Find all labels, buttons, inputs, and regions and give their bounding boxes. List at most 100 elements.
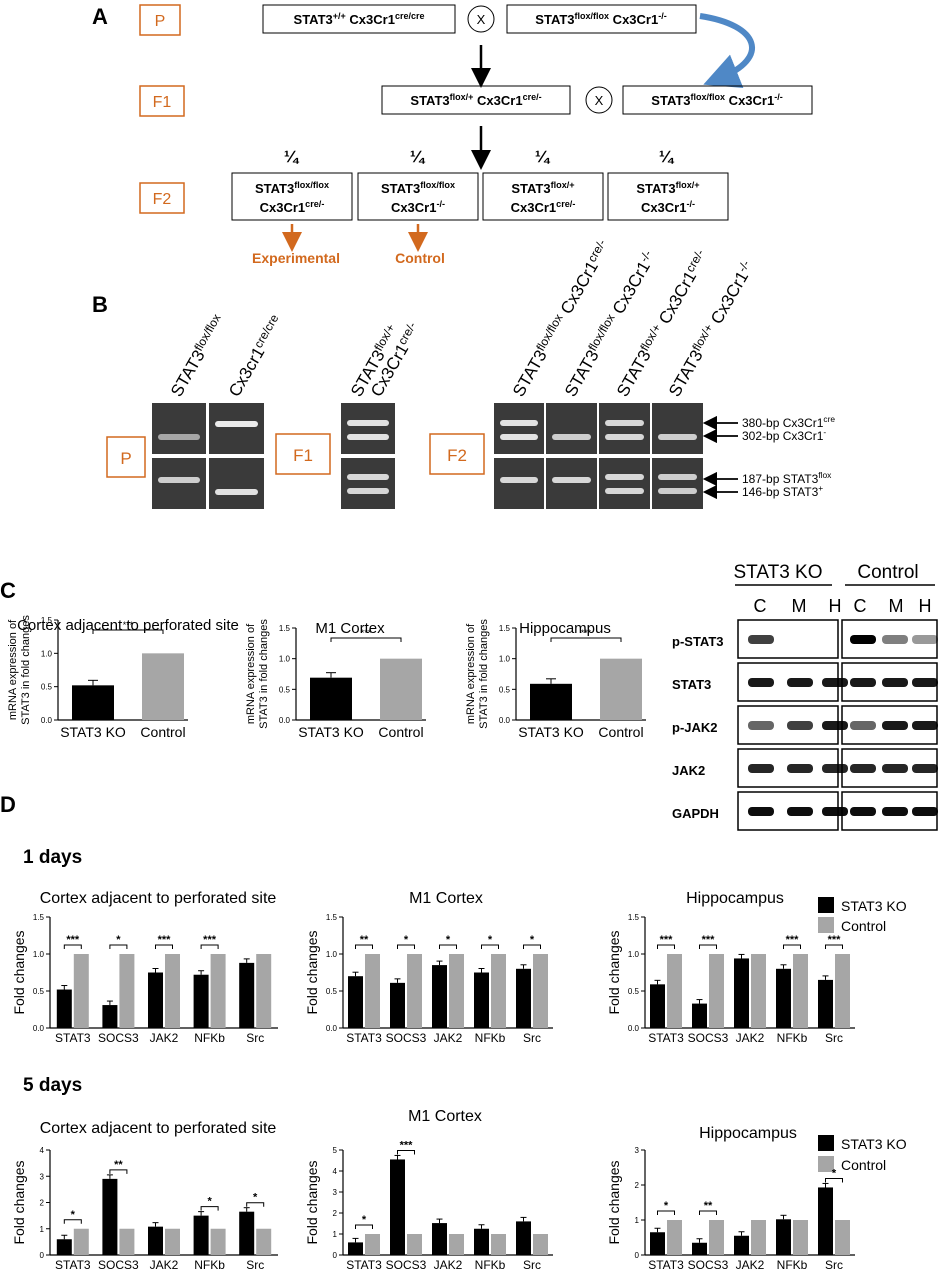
significance-label: *** bbox=[400, 1139, 414, 1151]
gel-bottom-6 bbox=[599, 458, 650, 509]
significance-label: * bbox=[253, 1192, 258, 1204]
gel-band bbox=[500, 477, 538, 483]
blot-band bbox=[748, 764, 774, 773]
bar-NFKb-control bbox=[793, 954, 808, 1028]
text-span: STAT3 bbox=[636, 181, 675, 196]
significance-bracket bbox=[92, 629, 164, 634]
bar-SOCS3-ko bbox=[390, 982, 405, 1028]
text-span: 302-bp Cx3Cr1 bbox=[742, 429, 824, 443]
gel-band bbox=[347, 488, 389, 494]
y-tick-label: 0.0 bbox=[499, 716, 511, 725]
bar-JAK2-ko bbox=[734, 958, 749, 1028]
x-tick-label: STAT3 KO bbox=[60, 724, 126, 740]
legend1-ko-swatch bbox=[818, 897, 834, 913]
y-tick-label: 0.0 bbox=[41, 716, 53, 725]
p-right-box bbox=[506, 4, 697, 34]
gen-p-box bbox=[139, 4, 181, 36]
bar-JAK2-control bbox=[751, 1220, 766, 1255]
y-tick-label: 0.5 bbox=[628, 987, 640, 996]
x-tick-label: SOCS3 bbox=[386, 1031, 427, 1045]
band-label-2: 302-bp Cx3Cr1- bbox=[742, 427, 826, 443]
f2-genotype-cx3cr1-2: Cx3Cr1-/- bbox=[391, 199, 445, 215]
significance-label: *** bbox=[203, 934, 217, 946]
significance-bracket bbox=[155, 944, 173, 949]
gel-lane-label-6: STAT3flox/+ Cx3Cr1cre/- bbox=[612, 247, 712, 400]
bar-JAK2-control bbox=[165, 1228, 180, 1255]
gen-f2-box bbox=[139, 182, 185, 214]
y-tick-label: 1 bbox=[40, 1225, 45, 1234]
gel-bottom-5 bbox=[546, 458, 597, 509]
blot-band bbox=[912, 721, 938, 730]
significance-label: *** bbox=[158, 934, 172, 946]
significance-bracket bbox=[439, 944, 457, 949]
f1-left-genotype: STAT3flox/+ Cx3Cr1cre/- bbox=[410, 92, 541, 108]
bar-STAT3-control bbox=[365, 954, 380, 1028]
blot-band bbox=[787, 807, 813, 816]
bar-STAT3-control bbox=[73, 954, 89, 1028]
panel-b-label: B bbox=[92, 292, 108, 317]
superscript: flox/+ bbox=[551, 180, 575, 190]
significance-label: *** bbox=[361, 628, 372, 638]
gen-f1-label: F1 bbox=[153, 94, 172, 111]
cross-x-p: X bbox=[477, 12, 486, 27]
f2-genotype-cx3cr1-1: Cx3Cr1cre/- bbox=[260, 199, 325, 215]
gel-gen-p-label: P bbox=[120, 449, 131, 468]
x-tick-label: STAT3 bbox=[346, 1031, 382, 1045]
gel-top-5 bbox=[546, 403, 597, 454]
text-span: Cx3Cr1 bbox=[391, 200, 437, 215]
blot-band bbox=[787, 678, 813, 687]
x-tick-label: STAT3 bbox=[55, 1258, 91, 1272]
band-label-1: 380-bp Cx3Cr1cre bbox=[742, 414, 835, 430]
y-axis-label: Fold changes bbox=[11, 1160, 27, 1244]
blot-lane-ko-C: C bbox=[754, 596, 767, 616]
text-span: Cx3cr1 bbox=[225, 344, 268, 400]
f2-genotype-stat3-2: STAT3flox/flox bbox=[381, 180, 455, 196]
gel-band bbox=[605, 488, 644, 494]
y-tick-label: 1.5 bbox=[41, 616, 53, 625]
text-span: 187-bp STAT3 bbox=[742, 472, 819, 486]
significance-bracket bbox=[109, 1169, 128, 1174]
f2-genotype-stat3-1: STAT3flox/flox bbox=[255, 180, 329, 196]
y-tick-label: 0.0 bbox=[279, 716, 291, 725]
f2-genotype-stat3-4: STAT3flox/+ bbox=[636, 180, 699, 196]
gel-band bbox=[215, 489, 258, 495]
y-axis-label-2: STAT3 in fold changes bbox=[20, 615, 32, 725]
x-tick-label: NFKb bbox=[475, 1031, 506, 1045]
chart-d-4: Cortex adjacent to perforated site01234F… bbox=[11, 1120, 278, 1272]
blot-band bbox=[787, 721, 813, 730]
y-tick-label: 0 bbox=[635, 1251, 640, 1260]
significance-label: *** bbox=[786, 934, 800, 946]
significance-label: * bbox=[664, 1200, 669, 1212]
significance-label: * bbox=[832, 1167, 837, 1179]
gel-gen-f1-label: F1 bbox=[293, 446, 313, 465]
chart-title: M1 Cortex bbox=[409, 890, 483, 907]
f2-genotype-cx3cr1-4: Cx3Cr1-/- bbox=[641, 199, 695, 215]
significance-label: *** bbox=[66, 934, 80, 946]
x-tick-label: Control bbox=[140, 724, 185, 740]
text-span: STAT3 bbox=[509, 347, 551, 400]
y-axis-label: mRNA expression of bbox=[7, 619, 19, 720]
y-tick-label: 1.0 bbox=[499, 655, 511, 664]
significance-bracket bbox=[330, 637, 402, 642]
gel-band bbox=[158, 434, 200, 440]
gel-band bbox=[500, 420, 538, 426]
y-tick-label: 0 bbox=[333, 1251, 338, 1260]
bar-Src-control bbox=[256, 954, 272, 1028]
significance-label: * bbox=[404, 934, 409, 946]
significance-label: *** bbox=[581, 628, 592, 638]
y-axis-label: Fold changes bbox=[304, 1160, 320, 1244]
x-tick-label: STAT3 KO bbox=[518, 724, 584, 740]
y-axis-label: Fold changes bbox=[606, 1160, 622, 1244]
experimental-label: Experimental bbox=[252, 250, 340, 266]
bar-Control bbox=[142, 653, 184, 720]
y-tick-label: 1.5 bbox=[499, 624, 511, 633]
blot-band bbox=[748, 721, 774, 730]
bar-STAT3 KO bbox=[310, 677, 352, 720]
x-tick-label: Src bbox=[246, 1258, 264, 1272]
chart-title: M1 Cortex bbox=[408, 1108, 482, 1125]
significance-label: ** bbox=[114, 1159, 123, 1171]
panel-c-label: C bbox=[0, 578, 16, 603]
